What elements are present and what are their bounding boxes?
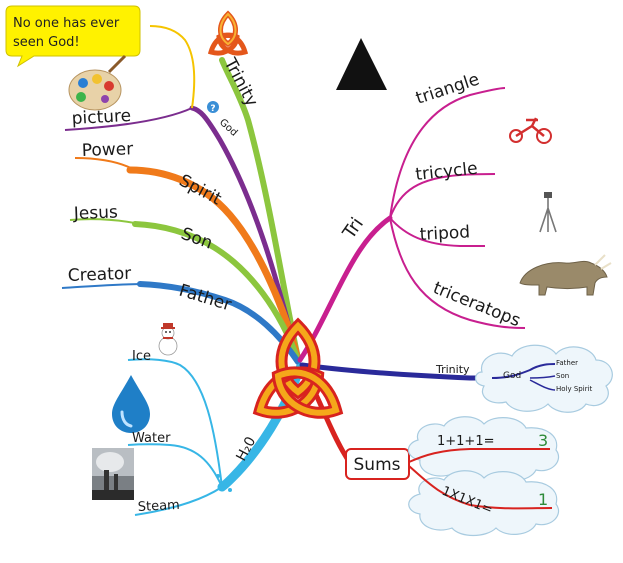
label-spirit: Spirit — [176, 171, 225, 210]
label-water: Water — [132, 431, 171, 446]
callout-line2: seen God! — [13, 35, 80, 50]
branch-jesus — [69, 218, 141, 225]
tripod-icon — [539, 192, 557, 233]
label-creator: Creator — [67, 264, 131, 286]
branch-ice — [127, 358, 223, 488]
steam-photo — [92, 448, 134, 500]
branch-spirit — [126, 166, 302, 364]
branch-tri — [297, 215, 393, 363]
label-tripod: tripod — [419, 222, 470, 245]
callout-bubble: No one has ever seen God! — [5, 5, 141, 68]
label-cloud-holy-spirit: Holy Spirit — [556, 385, 593, 393]
label-cloud-son: Son — [556, 372, 569, 380]
branch-water — [127, 443, 223, 488]
branch-trinity — [219, 57, 301, 361]
label-triangle: triangle — [413, 69, 482, 108]
label-jesus: Jesus — [72, 202, 118, 224]
label-cloud-god: God — [503, 371, 521, 381]
trinity-cloud — [474, 344, 613, 413]
label-tri: Tri — [338, 214, 368, 244]
branch-tripod — [389, 217, 485, 248]
branch-creator — [61, 283, 146, 289]
label-son: Son — [178, 224, 215, 254]
label-father: Father — [177, 281, 234, 316]
callout-connector — [149, 25, 196, 109]
label-sums-mult-result: 1 — [538, 490, 548, 509]
branch-tricycle — [389, 173, 496, 219]
triceratops-icon — [519, 254, 612, 296]
water-drop-icon — [112, 375, 150, 433]
info-badge-text: ? — [210, 104, 215, 114]
branch-power — [74, 157, 136, 171]
branch-sums-mult — [408, 465, 553, 510]
branch-triangle — [389, 87, 506, 219]
label-trinity-right: Trinity — [435, 363, 470, 376]
label-sums-add-result: 3 — [538, 431, 548, 450]
label-power: Power — [81, 139, 133, 161]
sums-node[interactable]: Sums — [345, 448, 410, 480]
label-tricycle: tricycle — [414, 159, 478, 185]
info-badge-icon[interactable]: ? — [207, 101, 219, 114]
snowman-icon — [158, 323, 178, 356]
label-triceratops: triceratops — [430, 278, 523, 331]
label-god: God — [217, 117, 239, 139]
branch-triceratops — [389, 217, 526, 329]
branch-sums-add — [408, 448, 550, 463]
label-steam: Steam — [137, 498, 180, 515]
branch-son — [132, 221, 301, 363]
label-h2o: H₂0 — [233, 434, 259, 464]
splash-icon — [216, 468, 242, 492]
palette-icon — [68, 54, 127, 111]
label-sums: Sums — [354, 455, 401, 475]
callout-line1: No one has ever — [13, 16, 120, 31]
branch-picture — [64, 107, 193, 131]
branch-steam — [134, 486, 223, 516]
triangle-icon — [336, 38, 387, 90]
label-ice: Ice — [132, 349, 151, 364]
branch-father — [137, 281, 301, 365]
sums-cloud-bottom — [408, 470, 560, 537]
triquetra-icon — [252, 317, 344, 419]
label-trinity-top: Trinity — [219, 54, 261, 110]
label-picture: picture — [71, 106, 131, 129]
triquetra-small-icon — [207, 10, 249, 56]
label-sums-add: 1+1+1= — [437, 434, 495, 449]
label-cloud-father: Father — [556, 359, 578, 367]
tricycle-icon — [509, 117, 552, 144]
